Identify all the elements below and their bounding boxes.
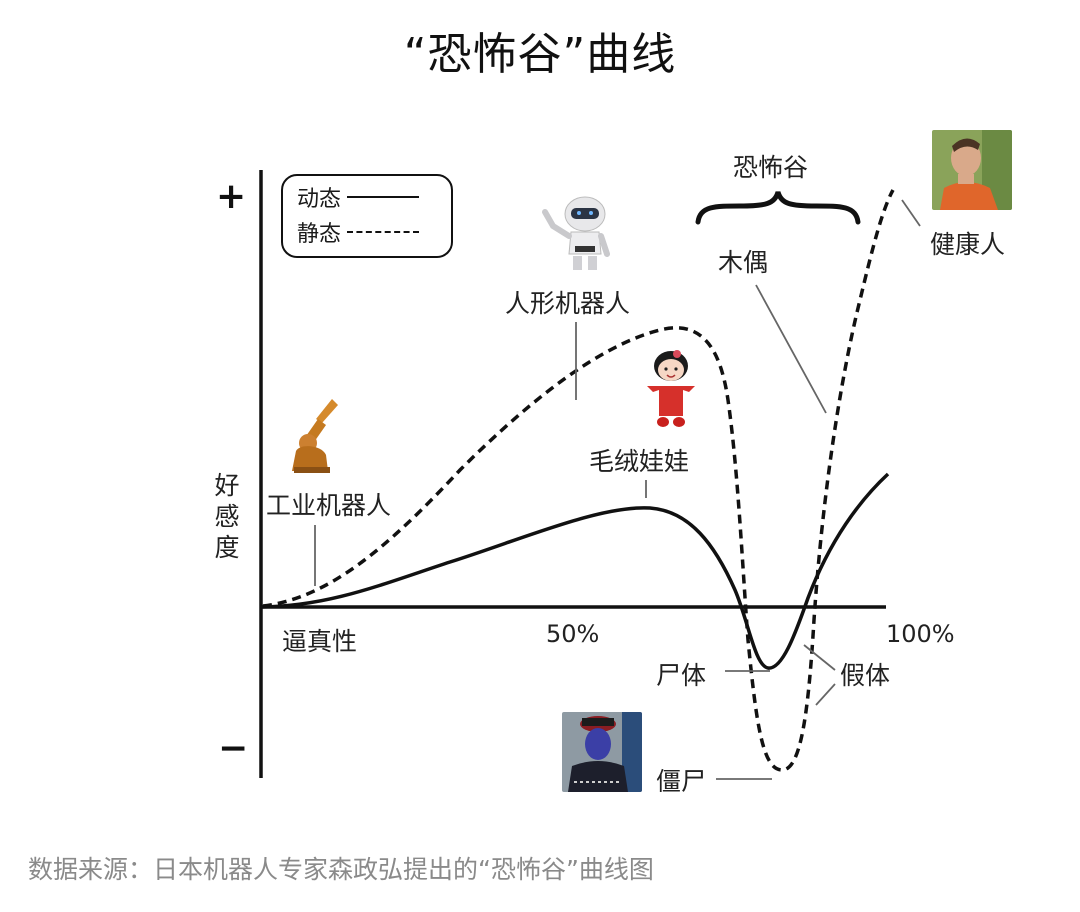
label-humanoid-robot: 人形机器人: [505, 289, 631, 318]
dashed-line-swatch-icon: [347, 231, 420, 233]
y-axis-label-char: 好: [214, 471, 240, 500]
legend: 动态 静态: [281, 174, 453, 258]
legend-item-static: 静态: [297, 216, 420, 248]
y-axis-label-char: 度: [214, 533, 240, 562]
uncanny-valley-brace-icon: [695, 191, 861, 225]
x-tick-100: 100%: [886, 620, 955, 648]
label-corpse: 尸体: [656, 661, 707, 690]
legend-label-static: 静态: [297, 222, 342, 247]
label-uncanny-valley: 恐怖谷: [733, 153, 809, 182]
industrial-robot-arm-icon: [292, 399, 338, 473]
label-healthy-person: 健康人: [930, 230, 1006, 259]
y-minus-sign: −: [218, 728, 249, 769]
y-plus-sign: +: [216, 176, 247, 217]
chart-title: “恐怖谷”曲线: [403, 29, 677, 80]
x-tick-50: 50%: [546, 620, 600, 648]
label-prosthetic: 假体: [840, 661, 891, 690]
label-zombie: 僵尸: [656, 767, 707, 796]
x-axis-label: 逼真性: [282, 627, 358, 656]
y-axis-label: 好 感 度: [212, 470, 242, 563]
humanoid-robot-icon: [542, 196, 610, 270]
y-axis-label-char: 感: [214, 502, 240, 531]
plush-doll-icon: [647, 350, 695, 427]
leader-lines: [314, 199, 921, 780]
legend-item-dynamic: 动态: [297, 181, 420, 213]
label-puppet: 木偶: [718, 248, 769, 277]
solid-line-swatch-icon: [347, 196, 420, 198]
zombie-photo: [562, 712, 642, 792]
series-static-curve: [262, 189, 895, 772]
source-caption: 数据来源：日本机器人专家森政弘提出的“恐怖谷”曲线图: [28, 855, 654, 884]
label-industrial-robot: 工业机器人: [266, 491, 392, 520]
legend-label-dynamic: 动态: [297, 187, 342, 212]
series-dynamic-curve: [260, 472, 890, 670]
healthy-person-photo: [932, 130, 1012, 210]
label-plush-doll: 毛绒娃娃: [589, 447, 690, 476]
